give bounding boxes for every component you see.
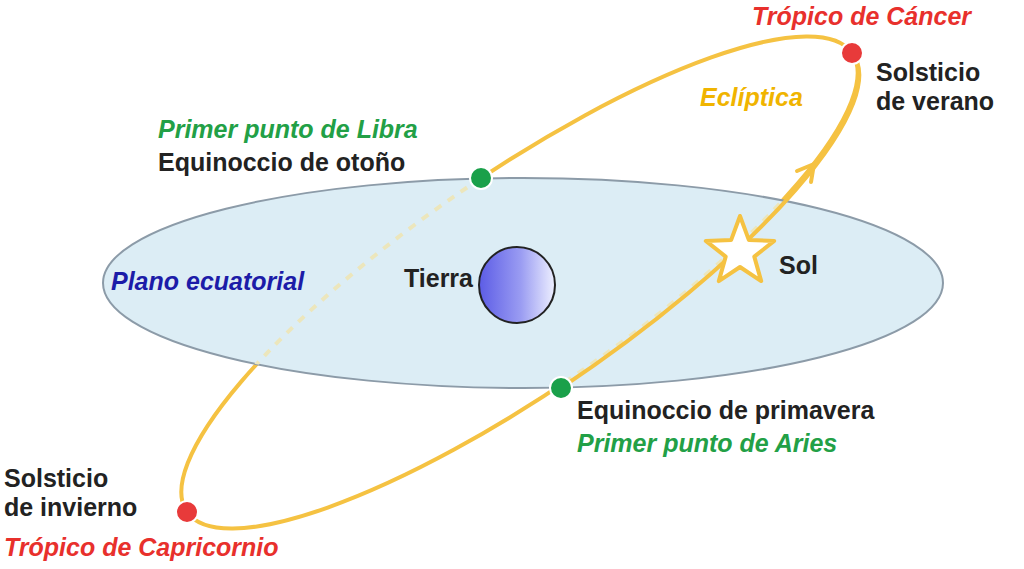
- node-label: Plano ecuatorial: [111, 267, 304, 296]
- direction-arrow: [797, 164, 814, 182]
- ecliptic-label: Eclíptica: [700, 83, 803, 112]
- equinox-dot: [550, 377, 572, 399]
- earth-globe: [479, 247, 555, 323]
- tropic-label: Trópico de Cáncer: [752, 2, 971, 31]
- equatorial-plane: [103, 178, 943, 388]
- solstice-dot: [176, 501, 198, 523]
- solstice-label: Solsticio de verano: [876, 58, 1006, 116]
- point-label: Primer punto de Aries: [577, 429, 837, 458]
- tropic-label: Trópico de Capricornio: [4, 533, 279, 562]
- earth-node: Tierra: [399, 264, 473, 295]
- point-label: Primer punto de Libra: [158, 115, 418, 144]
- sun-node: Sol: [779, 251, 822, 282]
- equinox-label: Equinoccio de otoño: [158, 148, 405, 177]
- front-ecliptic: [561, 53, 859, 388]
- sun-star: [706, 216, 774, 281]
- equatorial-plane-node: Plano ecuatorial Tierra: [103, 178, 943, 388]
- equinox-label: Equinoccio de primavera: [577, 396, 874, 425]
- equinox-dot: [470, 167, 492, 189]
- node-label: Sol: [779, 251, 822, 280]
- node-label: Tierra: [399, 264, 473, 293]
- solstice-label: Solsticio de invierno: [4, 464, 139, 522]
- solstice-dot: [841, 42, 863, 64]
